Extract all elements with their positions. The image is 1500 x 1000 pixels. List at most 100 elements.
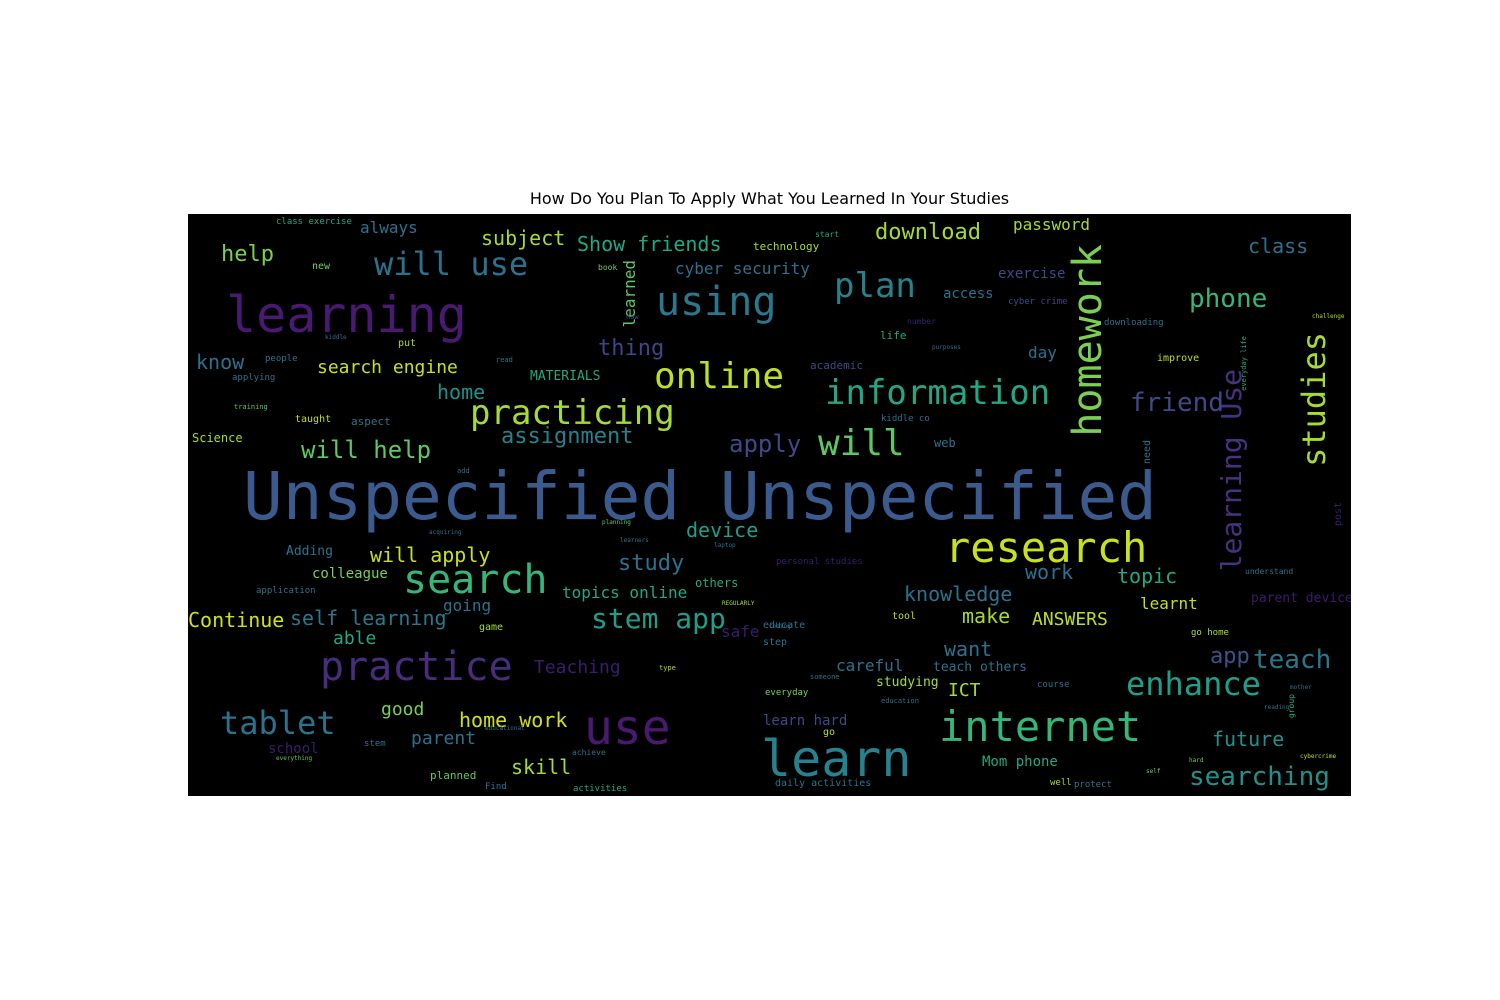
word: life (880, 329, 907, 342)
word: REGULARLY (722, 600, 755, 607)
word: tool (892, 611, 917, 622)
word: Unspecified Unspecified (243, 458, 1157, 535)
word: new (312, 261, 331, 272)
word: study (618, 551, 685, 576)
word: teach (1253, 645, 1332, 675)
word: assignment (501, 424, 634, 449)
word: start (815, 230, 840, 239)
word: subject (481, 226, 566, 250)
word: well (1050, 778, 1072, 788)
word: phone (1189, 284, 1268, 314)
word: game (479, 622, 504, 633)
word: home work (459, 708, 568, 732)
word: enhance (1126, 665, 1261, 703)
word: achieve (572, 748, 606, 757)
word: improve (1157, 353, 1200, 364)
word: laptop (714, 542, 736, 549)
word: activities (573, 784, 628, 794)
word: purposes (932, 344, 961, 351)
word: stem app (591, 602, 726, 635)
word: internet (939, 702, 1142, 751)
word: day (1028, 343, 1057, 362)
word: school (268, 741, 319, 757)
word: Show friends (577, 232, 722, 256)
word: kiddle (325, 334, 347, 341)
word: self (1146, 768, 1161, 775)
word: exercise (998, 266, 1066, 282)
word: able (333, 628, 377, 649)
word: hard (1189, 757, 1204, 764)
word: parent device (1251, 591, 1351, 606)
word: studying (876, 675, 939, 690)
word: download (875, 220, 981, 245)
word: reading (1264, 704, 1290, 711)
word: careful (836, 656, 904, 675)
word: help (221, 242, 274, 267)
word: use (584, 700, 671, 756)
word: home (437, 380, 486, 404)
word: self learning (290, 606, 447, 630)
word: colleague (312, 566, 388, 582)
word: device (686, 518, 759, 542)
word: learnt (1140, 594, 1198, 613)
word: number (907, 317, 936, 326)
word: tablet (220, 704, 336, 742)
word: type (659, 664, 676, 672)
word: stem (364, 739, 386, 749)
word: practicing (470, 393, 675, 433)
word: step (763, 637, 788, 648)
word: Adding (286, 544, 333, 559)
word: always (360, 218, 418, 237)
word: good (381, 699, 425, 720)
word: book (598, 263, 618, 272)
word: course (1037, 680, 1070, 690)
word: training (234, 403, 268, 411)
word: planned (430, 769, 477, 782)
word: information (825, 373, 1051, 413)
word: acquiring (429, 529, 462, 536)
word: teach others (933, 660, 1027, 675)
word: educate (763, 620, 806, 631)
word: someone (810, 673, 840, 681)
word: educational (485, 725, 525, 732)
word: applying (232, 373, 276, 383)
word: now (626, 313, 639, 321)
word: make (962, 604, 1011, 628)
word: add (457, 467, 470, 475)
word: cyber security (675, 259, 810, 278)
word: learn hard (763, 713, 848, 729)
word: using (656, 279, 777, 325)
word: MATERIALS (530, 369, 601, 384)
word: class (1248, 234, 1309, 258)
word: topics online (562, 583, 688, 602)
word: put (398, 338, 417, 349)
word: read (496, 356, 513, 364)
word: plan (834, 266, 916, 306)
word-cloud: Unspecified Unspecified learning use lea… (188, 214, 1351, 796)
word: Science (192, 431, 243, 445)
word: challenge (1312, 313, 1345, 320)
word: personal studies (776, 557, 863, 567)
word: practice (320, 644, 513, 690)
word: ICT (948, 680, 981, 701)
word: apply (729, 430, 802, 458)
word: cyber crime (1008, 297, 1068, 307)
word: will help (301, 436, 432, 464)
word: password (1013, 215, 1091, 234)
word: research (945, 523, 1148, 572)
word: learn (761, 730, 912, 788)
word: studies (1295, 332, 1333, 467)
word: aspect (351, 415, 391, 428)
word: kiddle co (881, 414, 930, 424)
word: downloading (1104, 318, 1164, 328)
word: online (654, 356, 785, 397)
word: learners (620, 537, 649, 544)
word: people (265, 354, 298, 364)
word: future (1212, 727, 1285, 751)
word: knowledge (904, 582, 1013, 606)
word: Teaching (534, 657, 621, 678)
word: homework (1065, 244, 1111, 437)
word: know (196, 350, 245, 374)
word: Mom phone (982, 754, 1058, 770)
word: coding (769, 623, 791, 630)
